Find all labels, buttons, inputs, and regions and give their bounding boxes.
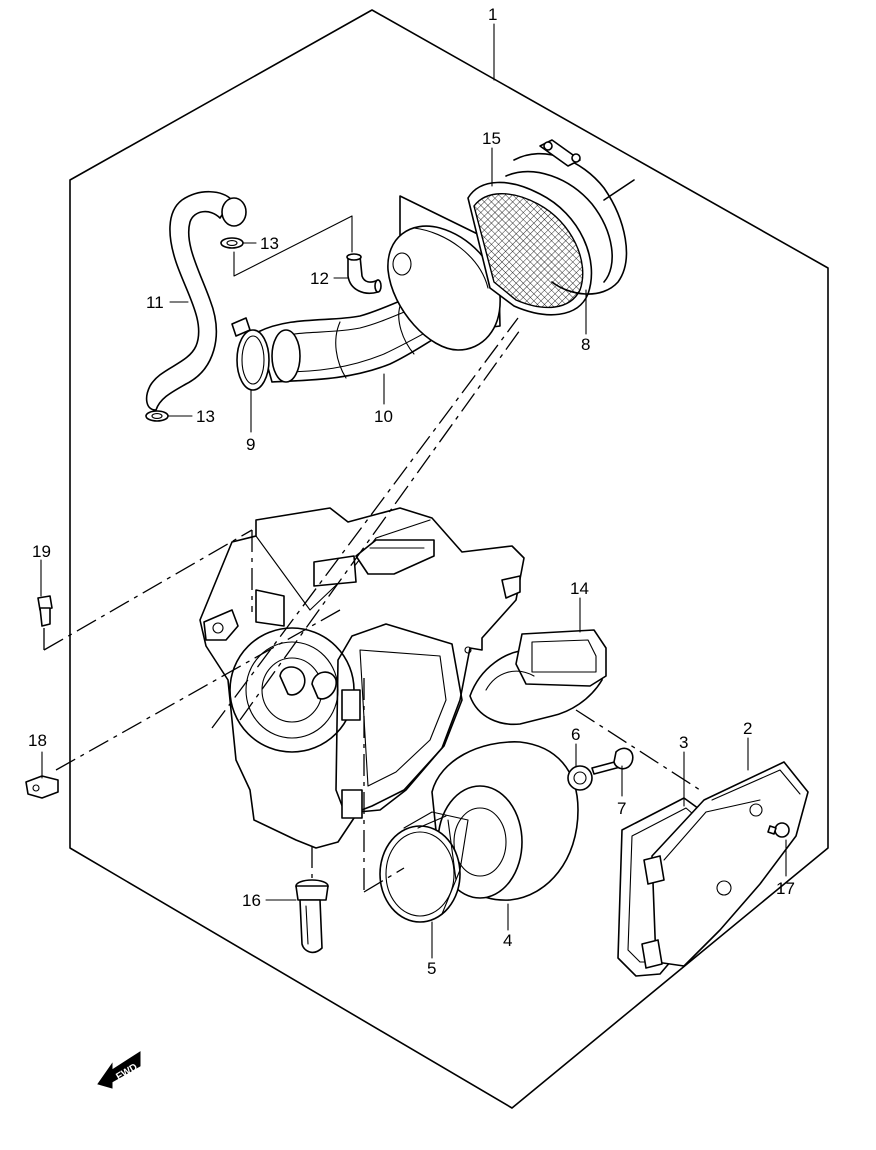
- callout-17: 17: [776, 879, 795, 898]
- callout-7: 7: [617, 799, 626, 818]
- callout-16: 16: [242, 891, 261, 910]
- callout-3: 3: [679, 733, 688, 752]
- cover-screw: [767, 822, 790, 838]
- callout-labels: 1 2 3 4 5 6 7 8 9 10 11 12 13 13 14 15 1…: [28, 5, 795, 978]
- element-cage: [379, 811, 469, 923]
- callout-6: 6: [571, 725, 580, 744]
- breather-hose-end: [221, 197, 247, 227]
- clamp-lower: [145, 410, 169, 422]
- cover: [641, 761, 809, 969]
- callout-9: 9: [246, 435, 255, 454]
- drain-plug: [295, 879, 329, 954]
- cap: [567, 765, 593, 791]
- callout-19: 19: [32, 542, 51, 561]
- callout-12: 12: [310, 269, 329, 288]
- alignment-lines: [43, 317, 701, 893]
- breather-hose: [145, 190, 233, 411]
- assembly-boundary: [69, 9, 829, 1109]
- callout-8: 8: [581, 335, 590, 354]
- callout-13-upper: 13: [260, 234, 279, 253]
- callout-1: 1: [488, 5, 497, 24]
- callout-2: 2: [743, 719, 752, 738]
- elbow-fitting: [346, 253, 382, 294]
- air-cleaner-case: [199, 507, 525, 849]
- fwd-arrow-icon: FWD: [97, 1051, 141, 1089]
- band-clamp: [231, 317, 270, 391]
- inlet-duct: [469, 629, 607, 726]
- callout-18: 18: [28, 731, 47, 750]
- intake-housing: [387, 195, 501, 351]
- callout-15: 15: [482, 129, 501, 148]
- callout-11: 11: [146, 293, 164, 312]
- callout-14: 14: [570, 579, 589, 598]
- wing-screw: [591, 747, 634, 775]
- callout-13-lower: 13: [196, 407, 215, 426]
- fwd-label: FWD: [114, 1062, 139, 1083]
- clamp-upper: [220, 237, 244, 249]
- callout-4: 4: [503, 931, 512, 950]
- bolt: [37, 595, 53, 627]
- clip: [25, 775, 59, 799]
- callout-10: 10: [374, 407, 393, 426]
- mesh-screen: [467, 181, 593, 316]
- screen-holder: [505, 139, 635, 295]
- leader-lines: [40, 23, 787, 959]
- callout-5: 5: [427, 959, 436, 978]
